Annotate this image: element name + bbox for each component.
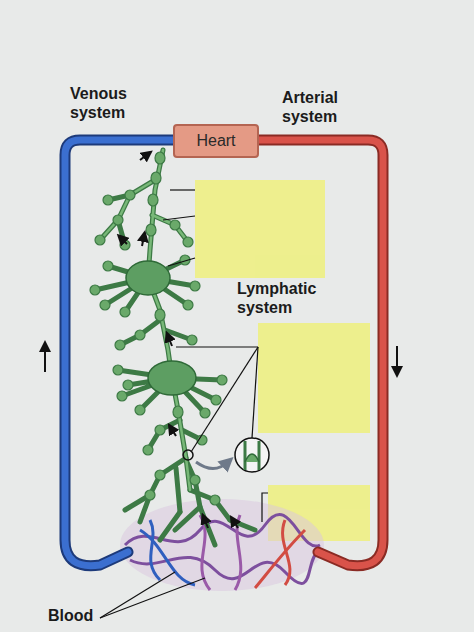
leader-lines [252,347,258,438]
leader-lines [100,190,268,618]
lymph-vessel-bulbs [183,300,193,310]
lymph-vessel-bulbs [113,365,123,375]
lymph-vessel-bulbs [151,172,161,184]
system-label: Venous system [70,84,156,122]
flow-arrows [171,428,176,436]
flow-arrows [204,518,208,528]
lymph-vessel-bulbs [200,408,210,418]
lymph-vessel-bulbs [190,475,200,485]
lymphatic-vessels [148,420,202,450]
vein [65,140,175,566]
leader-lines [100,578,205,618]
lymphatic-vessels-inner [100,150,190,490]
lymph-vessel-bulbs [135,405,145,415]
flow-arrows [396,346,398,372]
capillary-bed [125,515,320,590]
lymph-nodes [148,361,196,395]
vein [65,140,175,566]
flow-arrows [140,154,148,160]
lymph-vessel-bulbs [173,406,183,418]
blank-label-boxes [195,180,370,541]
lymph-nodes [126,261,170,295]
lymph-vessel-bulbs [155,152,165,164]
lymph-vessel-bulbs [143,445,153,455]
lymphatic-vessels-inner [100,180,188,242]
valve-detail [196,462,228,469]
lymphatic-vessels [125,495,255,545]
lymph-vessel-bulbs [90,285,100,295]
capillary-bed [150,520,160,580]
flow-arrows [45,154,397,528]
leader-lines [170,189,195,190]
lymph-vessel-bulbs [210,495,220,505]
flow-arrows [44,346,46,372]
lymph-vessel-bulbs [146,224,156,236]
artery [258,140,383,566]
lymph-vessel-bulbs [211,395,221,405]
lymph-nodes [126,261,196,395]
lymph-vessel-bulbs [120,307,130,317]
flow-arrows [168,336,172,346]
leader-lines [176,346,258,347]
valve-detail [235,438,269,472]
leader-lines [163,216,195,220]
system-label: Lymphatic system [237,279,347,317]
node-text: Heart [196,132,235,150]
lymphatic-vessels-inner [148,150,190,490]
blank-label-boxes [258,323,370,433]
lymph-vessel-bulbs [155,309,165,321]
heart-box: Heart [173,124,259,158]
lymphatic-vessels [140,458,230,522]
lymph-vessel-bulbs [103,261,113,271]
lymph-vessel-bulbs [100,300,110,310]
artery [258,140,383,566]
lymph-vessel-bulbs [170,220,180,230]
lymph-vessel-bulbs [155,425,165,435]
lymph-vessel-bulbs [115,340,125,350]
valve-detail [245,441,259,470]
lymph-vessel-bulbs [145,490,155,500]
flow-arrows [121,238,127,244]
lymph-vessel-bulbs [103,195,113,205]
leader-lines [262,493,268,522]
blank-label-boxes [195,180,325,278]
leader-lines [168,258,195,266]
lymphatic-vessels [95,260,195,312]
lymph-vessel-bulbs [187,335,197,345]
lymph-vessel-bulbs [117,391,127,401]
lymphatic-vessels [120,320,192,345]
flow-arrows [233,520,238,528]
valve-detail [183,438,269,472]
lymph-vessel-bulbs [190,281,200,291]
lymph-vessel-bulbs [135,330,145,340]
system-label: Arterial system [282,88,372,126]
leader-lines [100,572,175,618]
artery [258,140,383,566]
capillary-bed [255,530,305,588]
part-label: Blood [48,606,108,625]
lymph-vessel-bulbs [155,470,165,480]
lymph-vessel-bulbs [148,194,158,206]
vein [65,140,175,566]
lymph-vessel-bulbs [113,215,123,225]
valve-detail [245,454,259,462]
lymph-vessel-bulbs [217,375,227,385]
lymph-vessel-bulbs [183,237,193,247]
leader-lines [191,347,258,452]
flow-arrows [142,236,144,246]
lymph-vessel-bulbs [125,190,135,200]
lymph-vessel-bulbs [90,152,227,505]
lymph-vessel-bulbs [123,380,133,390]
lymph-vessel-bulbs [95,235,105,245]
